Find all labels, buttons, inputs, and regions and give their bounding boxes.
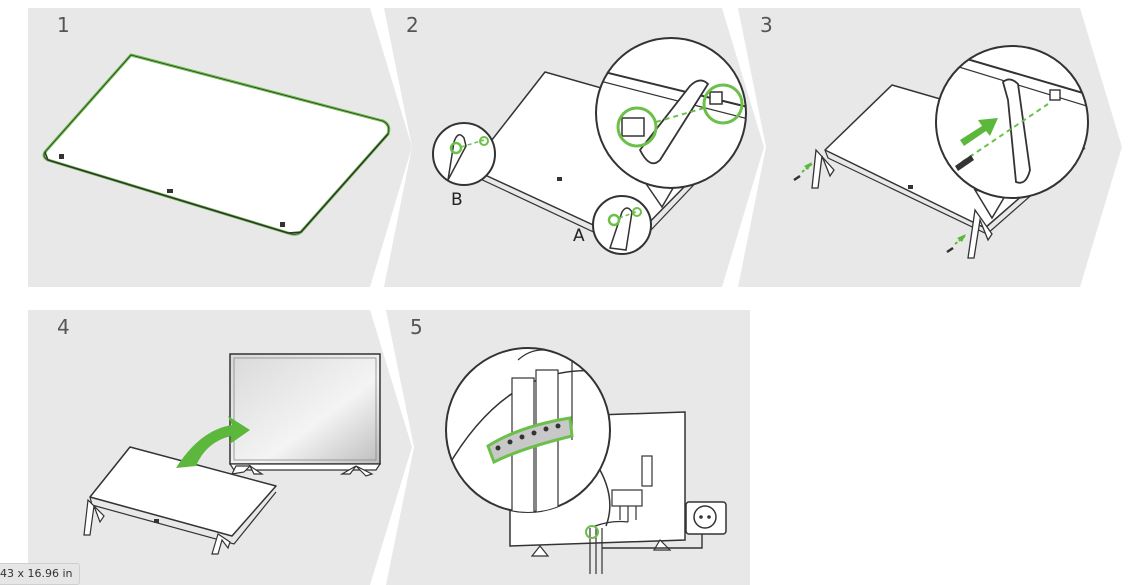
- power-plug-icon: [685, 501, 727, 535]
- step-1-panel: 1: [28, 8, 412, 287]
- size-badge: 43 x 16.96 in: [0, 563, 80, 585]
- callout-a-circle: [592, 195, 652, 255]
- step-4-panel: 4: [28, 310, 412, 585]
- magnifier-callout-step-3: [935, 45, 1089, 220]
- callout-label-a: A: [573, 226, 585, 246]
- step-3-panel: 3: [738, 8, 1122, 287]
- step-1-number: 1: [57, 13, 70, 37]
- callout-b-circle: [432, 122, 496, 186]
- step-3-number: 3: [760, 13, 773, 37]
- step-5-number: 5: [410, 315, 423, 339]
- tv-upright: [228, 353, 382, 477]
- callout-label-b: B: [451, 190, 463, 210]
- magnifier-callout-icon: [595, 37, 747, 209]
- magnifier-callout-step-5: [445, 347, 611, 527]
- step-2-number: 2: [406, 13, 419, 37]
- step-5-panel: 5: [386, 310, 750, 585]
- step-2-panel: 2: [384, 8, 764, 287]
- step-4-number: 4: [57, 315, 70, 339]
- arrow-right-green-icon: [960, 118, 998, 146]
- tv-face-down-step-4: [83, 446, 277, 555]
- tv-face-down: [42, 53, 391, 236]
- curved-arrow-icon: [176, 416, 250, 468]
